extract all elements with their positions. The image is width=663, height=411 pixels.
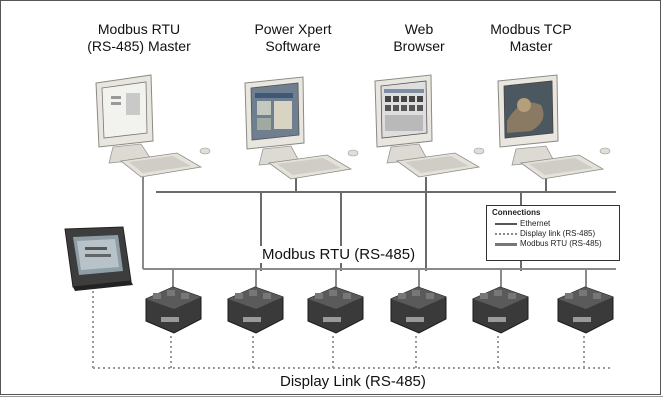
computer-3-icon [374, 74, 485, 178]
display-link-line-swatch [495, 233, 517, 235]
display-link-bus [92, 291, 611, 369]
device-label-line1: Modbus TCP [490, 21, 572, 37]
computer-4-icon [497, 74, 611, 180]
modbus-rtu-line-swatch [495, 242, 517, 246]
meter-module-4-icon [390, 286, 447, 334]
display-unit-icon [64, 226, 133, 291]
device-label-line1: Web [404, 21, 434, 37]
bottom-rule [0, 396, 663, 397]
device-label-line2: Master [509, 38, 553, 54]
network-diagram [64, 74, 616, 369]
legend-item-modbus-rtu: Modbus RTU (RS-485) [495, 239, 619, 249]
diagram-frame: Modbus RTU (RS-485) Master Power Xpert S… [0, 0, 661, 395]
device-label-modbus-tcp-master: Modbus TCP Master [461, 21, 601, 55]
device-label-modbus-rtu-master: Modbus RTU (RS-485) Master [69, 21, 209, 55]
meter-module-6-icon [557, 286, 614, 334]
device-label-line1: Modbus RTU [97, 21, 181, 37]
device-label-line2: Software [265, 38, 321, 54]
device-label-power-xpert: Power Xpert Software [223, 21, 363, 55]
legend-item-ethernet: Ethernet [495, 219, 619, 229]
ethernet-line-swatch [495, 223, 517, 225]
computer-2-icon [244, 76, 359, 180]
meter-module-1-icon [145, 286, 202, 334]
display-link-bus-label: Display Link (RS-485) [276, 373, 430, 390]
modbus-rtu-bus-label: Modbus RTU (RS-485) [258, 246, 420, 263]
device-label-web-browser: Web Browser [349, 21, 489, 55]
legend-title: Connections [492, 208, 541, 217]
computer-1-icon [95, 74, 211, 178]
meter-module-3-icon [307, 286, 364, 334]
device-label-line1: Power Xpert [254, 21, 332, 37]
meter-module-2-icon [227, 286, 284, 334]
legend-item-label: Display link (RS-485) [520, 229, 596, 238]
legend-item-display-link: Display link (RS-485) [495, 229, 619, 239]
connections-legend: Connections Ethernet Display link (RS-48… [486, 205, 620, 261]
ethernet-bus [156, 177, 616, 271]
meter-module-5-icon [472, 286, 529, 334]
device-label-line2: (RS-485) Master [87, 38, 191, 54]
device-label-line2: Browser [393, 38, 445, 54]
legend-item-label: Modbus RTU (RS-485) [520, 239, 602, 248]
legend-item-label: Ethernet [520, 219, 551, 228]
